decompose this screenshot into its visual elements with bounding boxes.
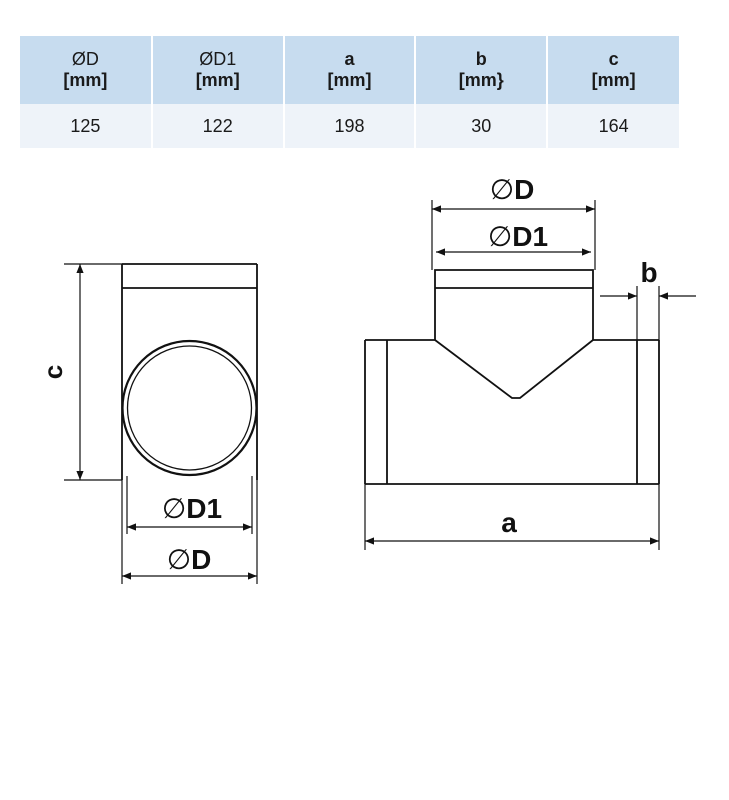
value-cell-d1: 122 <box>151 104 285 148</box>
side-view <box>121 263 258 480</box>
table-row: 125 122 198 30 164 <box>20 104 679 148</box>
header-symbol: b <box>475 49 487 69</box>
dimension-table: ØD [mm] ØD1 [mm] a [mm] b [mm} c [mm] 12… <box>20 36 679 148</box>
header-cell-c: c [mm] <box>547 36 679 104</box>
header-unit: [mm] <box>591 70 636 90</box>
table-header-row: ØD [mm] ØD1 [mm] a [mm] b [mm} c [mm] <box>20 36 679 104</box>
value-cell-d: 125 <box>20 104 153 148</box>
label-b: b <box>640 257 657 288</box>
diameter-symbol: ∅ <box>490 174 514 205</box>
branch-intersection-line <box>434 339 594 399</box>
label-d1-side: ∅D1 <box>162 493 222 524</box>
value-cell-a: 198 <box>283 104 417 148</box>
body-top-outline <box>365 269 659 341</box>
label-c: c <box>38 365 68 379</box>
header-unit: [mm} <box>458 70 504 90</box>
front-view <box>364 269 660 485</box>
header-cell-d: ØD [mm] <box>20 36 153 104</box>
header-symbol: c <box>608 49 619 69</box>
side-view-dimensions <box>64 263 258 584</box>
label-d1-front: ∅D1 <box>488 221 548 252</box>
header-symbol: a <box>344 49 355 69</box>
header-unit: [mm] <box>327 70 372 90</box>
label-text: D1 <box>186 493 222 524</box>
header-unit: [mm] <box>195 70 240 90</box>
header-symbol: ØD1 <box>199 49 237 69</box>
diameter-symbol: ∅ <box>488 221 512 252</box>
label-text: D <box>514 174 534 205</box>
front-view-dimensions <box>364 200 696 550</box>
outer-circle <box>121 339 258 477</box>
diameter-symbol: ∅ <box>167 544 191 575</box>
label-text: D <box>191 544 211 575</box>
value-cell-b: 30 <box>415 104 549 148</box>
header-cell-a: a [mm] <box>283 36 417 104</box>
header-unit: [mm] <box>63 70 108 90</box>
diameter-symbol: ∅ <box>162 493 186 524</box>
label-text: D1 <box>512 221 548 252</box>
label-d-front: ∅D <box>490 174 535 205</box>
label-d-side: ∅D <box>167 544 212 575</box>
inner-circle <box>126 345 253 471</box>
label-a: a <box>501 507 517 538</box>
header-cell-b: b [mm} <box>415 36 549 104</box>
value-cell-c: 164 <box>547 104 679 148</box>
header-symbol: ØD <box>71 49 99 69</box>
header-cell-d1: ØD1 [mm] <box>151 36 285 104</box>
